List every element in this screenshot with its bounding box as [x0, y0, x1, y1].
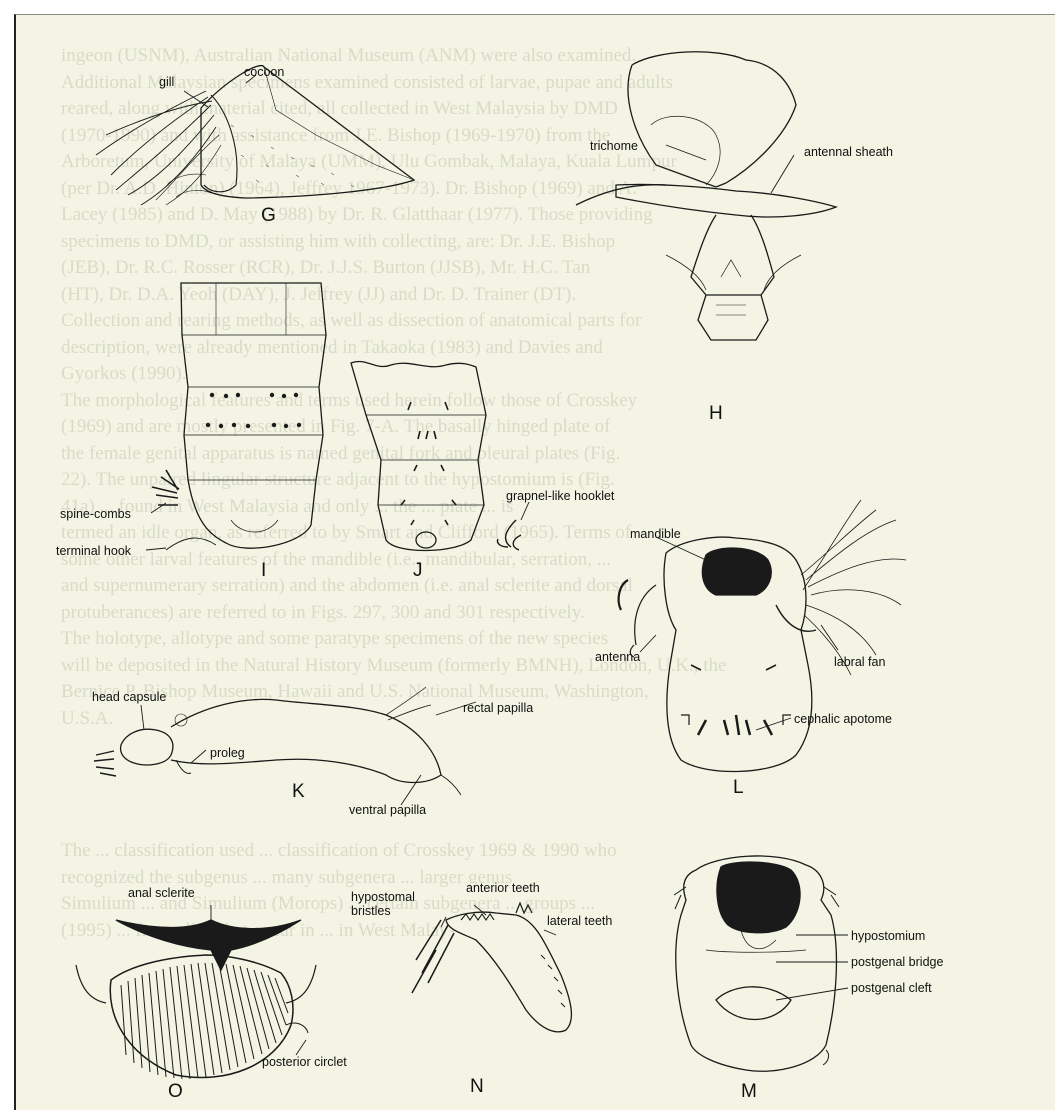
label-hypostomal-bristles: hypostomal bristles — [351, 890, 415, 918]
label-trichome: trichome — [590, 139, 638, 153]
figure-j-abdomen-drawing — [351, 361, 521, 550]
label-labral-fan: labral fan — [834, 655, 885, 669]
figure-letter-h: H — [709, 404, 723, 424]
figure-letter-o: O — [168, 1082, 183, 1102]
label-head-capsule: head capsule — [92, 690, 166, 704]
figure-g-cocoon-drawing — [96, 66, 414, 205]
label-cephalic-apotome: cephalic apotome — [794, 712, 892, 726]
label-hypostomium: hypostomium — [851, 929, 925, 943]
figure-letter-n: N — [470, 1077, 484, 1097]
label-postgenal-bridge: postgenal bridge — [851, 955, 943, 969]
figure-h-pupa-drawing — [576, 52, 836, 340]
label-terminal-hook: terminal hook — [56, 544, 131, 558]
label-ventral-papilla: ventral papilla — [349, 803, 426, 817]
line-drawings — [16, 15, 1055, 1110]
label-antennal-sheath: antennal sheath — [804, 145, 893, 159]
label-postgenal-cleft: postgenal cleft — [851, 981, 932, 995]
label-lateral-teeth: lateral teeth — [547, 914, 612, 928]
label-anal-sclerite: anal sclerite — [128, 886, 195, 900]
label-grapnel-like-hooklet: grapnel-like hooklet — [506, 489, 614, 503]
figure-letter-m: M — [741, 1082, 757, 1102]
figure-letter-k: K — [292, 782, 305, 802]
figure-i-abdomen-drawing — [152, 283, 326, 550]
label-rectal-papilla: rectal papilla — [463, 701, 533, 715]
label-antenna: antenna — [595, 650, 640, 664]
label-spine-combs: spine-combs — [60, 507, 131, 521]
label-posterior-circlet: posterior circlet — [262, 1055, 347, 1069]
figure-letter-l: L — [733, 778, 744, 798]
label-mandible: mandible — [630, 527, 681, 541]
figure-letter-i: I — [261, 561, 266, 581]
label-anterior-teeth: anterior teeth — [466, 881, 540, 895]
label-gill: gill — [159, 75, 174, 89]
figure-m-larval-head-drawing — [674, 856, 839, 1071]
label-cocoon: cocoon — [244, 65, 284, 79]
scanned-page: 8 ingeon (USNM), Australian National Mus… — [14, 14, 1055, 1110]
figure-letter-j: J — [413, 561, 423, 581]
label-proleg: proleg — [210, 746, 245, 760]
figure-letter-g: G — [261, 206, 276, 226]
